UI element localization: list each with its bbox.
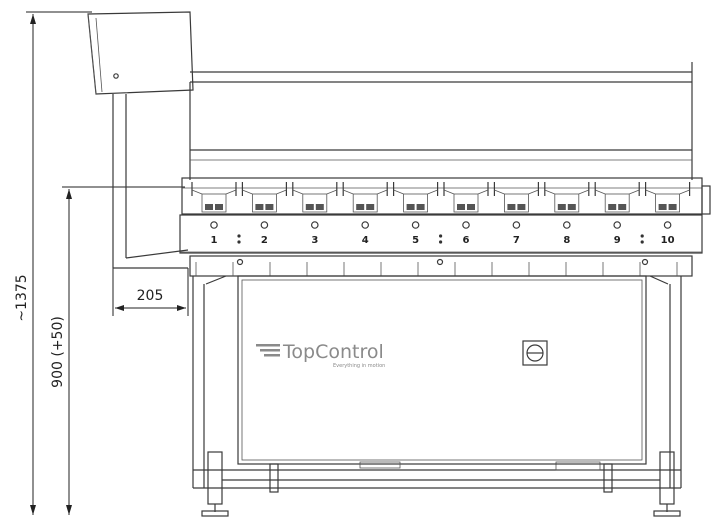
frame-legs: [192, 275, 682, 517]
clamp-unit: [594, 182, 640, 213]
bay-marker: 2: [260, 221, 269, 246]
logo-name: TopControl: [282, 341, 384, 363]
clamp-unit: [493, 182, 540, 213]
control-box-icon: [87, 11, 194, 269]
dimension-work-height-label: 900 (+50): [50, 316, 66, 388]
dimension-total-height: ~1375: [14, 11, 92, 515]
bay-number: 4: [362, 235, 369, 246]
bay-marker: 8: [562, 221, 571, 246]
clamp-unit: [443, 182, 489, 213]
bay-number: 3: [311, 235, 318, 246]
dimension-work-height: 900 (+50): [50, 186, 185, 515]
bay-beam: 1 2 3 4 5 6 7 8 9 10: [179, 214, 703, 254]
topcontrol-logo: TopControl Everything in motion: [256, 341, 385, 369]
bay-number: 8: [563, 235, 570, 246]
bay-number: 2: [261, 235, 268, 246]
bay-number: 1: [211, 235, 218, 246]
dimension-depth-label: 205: [137, 288, 164, 304]
bay-marker: 9: [613, 221, 644, 246]
dimension-depth: 205: [112, 268, 189, 316]
logo-stripes-icon: [256, 344, 280, 357]
bay-number: 9: [614, 235, 621, 246]
clamp-unit: [292, 182, 338, 213]
bay-number: 5: [412, 235, 419, 246]
bay-number: 10: [661, 235, 675, 246]
bay-number: 7: [513, 235, 520, 246]
clamp-unit: [644, 182, 691, 213]
bay-marker: 5: [411, 221, 443, 246]
clamp-unit: [342, 182, 388, 213]
bay-number: 6: [463, 235, 470, 246]
front-panel: [237, 275, 647, 469]
clamp-unit: [393, 182, 439, 213]
under-rail: [189, 255, 693, 277]
bay-marker: 3: [310, 221, 319, 246]
bay-marker: 6: [462, 221, 470, 246]
clamp-row: [181, 177, 711, 215]
bay-marker: 4: [361, 221, 370, 246]
logo-tagline: Everything in motion: [333, 363, 385, 369]
clamp-unit: [544, 182, 590, 213]
upper-frame: [189, 62, 693, 180]
emergency-switch-icon: [522, 340, 548, 366]
clamp-unit: [241, 182, 287, 213]
bay-marker: 1: [210, 221, 241, 246]
clamp-unit: [191, 182, 237, 213]
bay-marker: 10: [661, 221, 675, 246]
dimension-total-height-label: ~1375: [14, 274, 30, 321]
bay-marker: 7: [512, 221, 521, 246]
